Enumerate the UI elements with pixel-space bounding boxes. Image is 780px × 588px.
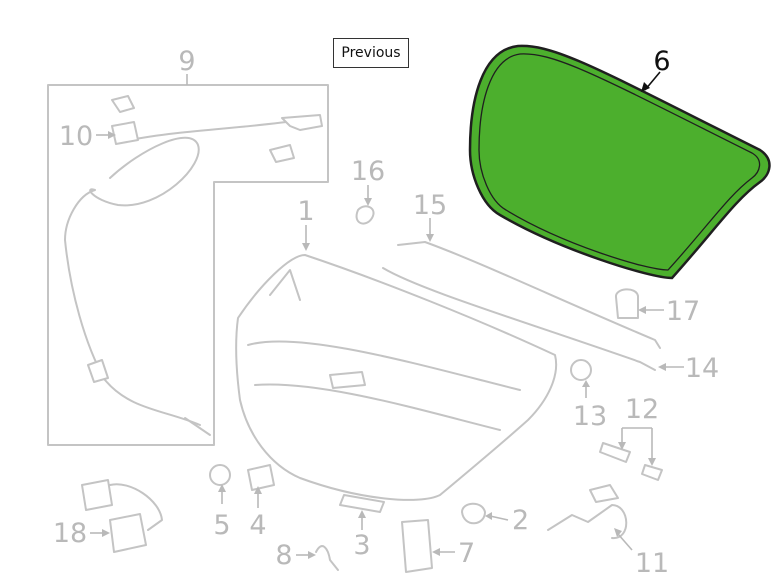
leader-2 <box>489 515 509 521</box>
trunk-lining-inner-edge <box>478 53 761 271</box>
leader-11 <box>617 533 633 551</box>
callout-7[interactable]: 7 <box>458 538 475 569</box>
leader-18-arrow <box>102 529 110 537</box>
release-cable-upper <box>129 119 301 141</box>
release-cable <box>64 136 201 426</box>
bracket-part-3 <box>339 494 385 513</box>
cable-connector <box>111 95 135 113</box>
handle-part-10 <box>111 121 139 145</box>
pad-part-4 <box>247 464 275 491</box>
cable-clip-2 <box>269 144 295 163</box>
leader-7-arrow <box>432 548 440 556</box>
leader-17-arrow <box>638 306 646 314</box>
callout-10[interactable]: 10 <box>59 121 93 152</box>
cable-clip <box>281 114 323 131</box>
callout-13[interactable]: 13 <box>573 401 607 432</box>
leader-3-arrow <box>358 510 366 518</box>
leader-12 <box>621 427 653 460</box>
cable-group-box <box>47 84 329 446</box>
clip-part-12a <box>599 442 631 463</box>
callout-5[interactable]: 5 <box>213 510 230 541</box>
latch-part-7 <box>401 519 433 573</box>
leader-8-arrow <box>308 551 316 559</box>
callout-16[interactable]: 16 <box>351 156 385 187</box>
leader-12-arrow-b <box>648 458 656 466</box>
callout-11[interactable]: 11 <box>635 548 669 579</box>
trunk-lid <box>235 254 558 501</box>
connector-part-18b <box>109 513 147 553</box>
trunk-lining-part-6[interactable] <box>468 44 771 280</box>
trunk-lid-emblem <box>329 371 366 389</box>
support-rod-15 <box>397 241 661 349</box>
previous-button[interactable]: Previous <box>333 38 409 68</box>
callout-17[interactable]: 17 <box>666 296 700 327</box>
clip-part-16 <box>355 205 375 225</box>
trunk-lid-inner <box>247 269 521 431</box>
callout-15[interactable]: 15 <box>413 190 447 221</box>
leader-13-arrow <box>582 380 590 387</box>
harness-part-18 <box>109 483 163 531</box>
callout-12[interactable]: 12 <box>625 394 659 425</box>
cable-end-clip <box>87 359 109 383</box>
bumper-part-13 <box>570 359 592 381</box>
leader-5-arrow <box>218 484 226 492</box>
callout-6[interactable]: 6 <box>653 46 670 77</box>
leader-6-arrow <box>641 82 650 92</box>
clip-part-8 <box>315 545 339 571</box>
leader-10-arrow <box>108 131 116 139</box>
callout-18[interactable]: 18 <box>53 518 87 549</box>
leader-15-arrow <box>426 234 434 242</box>
leader-11-arrow <box>614 528 622 537</box>
callout-2[interactable]: 2 <box>512 505 529 536</box>
callout-8[interactable]: 8 <box>275 540 292 571</box>
leader-4-arrow <box>254 486 262 494</box>
callout-3[interactable]: 3 <box>353 530 370 561</box>
leader-1-arrow <box>302 243 310 251</box>
callout-14[interactable]: 14 <box>685 353 719 384</box>
wire-part-11 <box>547 484 628 540</box>
cable-end <box>184 417 211 436</box>
leader-14-arrow <box>658 363 666 371</box>
callout-4[interactable]: 4 <box>249 510 266 541</box>
cap-part-2 <box>461 502 486 525</box>
leader-16-arrow <box>364 198 372 206</box>
callout-9[interactable]: 9 <box>178 46 195 77</box>
grommet-part-5 <box>209 464 231 486</box>
leader-2-arrow <box>485 512 492 520</box>
support-rod-14 <box>382 267 656 371</box>
bumper-part-17 <box>615 288 639 319</box>
connector-part-18 <box>81 479 113 511</box>
callout-1[interactable]: 1 <box>297 196 314 227</box>
clip-part-12b <box>641 464 663 481</box>
leader-12-arrow-a <box>618 442 626 450</box>
